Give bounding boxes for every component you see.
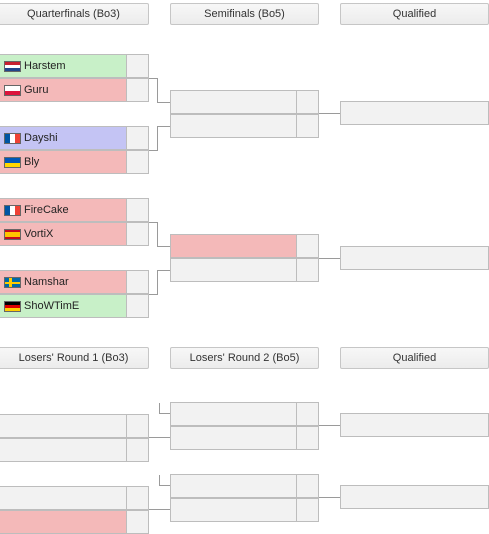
losers-r1-match-2-top[interactable] (0, 486, 149, 510)
score-box (126, 486, 149, 510)
qualified-header: Qualified (340, 3, 489, 25)
spain-flag-icon (4, 229, 21, 240)
losers-r2-match-2-top[interactable] (170, 474, 319, 498)
score-box (296, 402, 319, 426)
player-name: Bly (24, 156, 40, 168)
france-flag-icon (4, 133, 21, 144)
score-box (296, 426, 319, 450)
connector-line (157, 270, 170, 271)
connector-line (149, 509, 170, 510)
connector-line (157, 222, 158, 246)
connector-line (149, 294, 157, 295)
player-name: Harstem (24, 60, 66, 72)
match-slot-harstem[interactable]: Harstem (0, 54, 149, 78)
losers-r2-match-1-bottom[interactable] (170, 426, 319, 450)
sweden-flag-icon (4, 277, 21, 288)
connector-line (159, 485, 170, 486)
ukraine-flag-icon (4, 157, 21, 168)
qualified-slot-1[interactable] (340, 101, 489, 125)
connector-line (319, 113, 340, 114)
score-box (126, 414, 149, 438)
score-box (126, 270, 149, 294)
score-box (126, 294, 149, 318)
qualified-slot-2[interactable] (340, 246, 489, 270)
losers-round1-header: Losers' Round 1 (Bo3) (0, 347, 149, 369)
match-slot-showtime[interactable]: ShoWTimE (0, 294, 149, 318)
score-box (296, 234, 319, 258)
semifinals-header: Semifinals (Bo5) (170, 3, 319, 25)
losers-r1-match-2-bottom[interactable] (0, 510, 149, 534)
score-box (296, 90, 319, 114)
score-box (296, 258, 319, 282)
losers-r2-match-1-top[interactable] (170, 402, 319, 426)
connector-line (319, 425, 340, 426)
losers-qualified-slot-2[interactable] (340, 485, 489, 509)
connector-line (159, 413, 170, 414)
match-slot-namshar[interactable]: Namshar (0, 270, 149, 294)
match-slot-guru[interactable]: Guru (0, 78, 149, 102)
player-name: Guru (24, 84, 49, 96)
score-box (296, 474, 319, 498)
losers-r1-match-1-top[interactable] (0, 414, 149, 438)
france-flag-icon (4, 205, 21, 216)
semifinal-1-slot-top[interactable] (170, 90, 319, 114)
connector-line (157, 270, 158, 295)
player-name: Namshar (24, 276, 69, 288)
match-slot-vortix[interactable]: VortiX (0, 222, 149, 246)
player-name: ShoWTimE (24, 300, 80, 312)
score-box (126, 198, 149, 222)
connector-line (149, 78, 157, 79)
losers-r1-match-1-bottom[interactable] (0, 438, 149, 462)
connector-line (157, 126, 158, 151)
quarterfinals-header: Quarterfinals (Bo3) (0, 3, 149, 25)
player-name: FireCake (24, 204, 69, 216)
connector-line (319, 258, 340, 259)
connector-line (157, 126, 170, 127)
connector-line (149, 222, 157, 223)
losers-qualified-slot-1[interactable] (340, 413, 489, 437)
player-name: Dayshi (24, 132, 58, 144)
score-box (126, 150, 149, 174)
connector-line (319, 497, 340, 498)
score-box (296, 498, 319, 522)
score-box (126, 78, 149, 102)
connector-line (149, 150, 157, 151)
score-box (296, 114, 319, 138)
connector-line (159, 475, 160, 485)
player-name: VortiX (24, 228, 54, 240)
connector-line (157, 78, 158, 102)
poland-flag-icon (4, 85, 21, 96)
germany-flag-icon (4, 301, 21, 312)
connector-line (159, 403, 160, 413)
match-slot-bly[interactable]: Bly (0, 150, 149, 174)
score-box (126, 54, 149, 78)
losers-round2-header: Losers' Round 2 (Bo5) (170, 347, 319, 369)
score-box (126, 126, 149, 150)
semifinal-1-slot-bottom[interactable] (170, 114, 319, 138)
match-slot-dayshi[interactable]: Dayshi (0, 126, 149, 150)
match-slot-firecake[interactable]: FireCake (0, 198, 149, 222)
connector-line (149, 437, 170, 438)
losers-r2-match-2-bottom[interactable] (170, 498, 319, 522)
connector-line (157, 246, 170, 247)
semifinal-2-slot-bottom[interactable] (170, 258, 319, 282)
score-box (126, 438, 149, 462)
losers-qualified-header: Qualified (340, 347, 489, 369)
netherlands-flag-icon (4, 61, 21, 72)
score-box (126, 510, 149, 534)
semifinal-2-slot-top[interactable] (170, 234, 319, 258)
connector-line (157, 102, 170, 103)
score-box (126, 222, 149, 246)
